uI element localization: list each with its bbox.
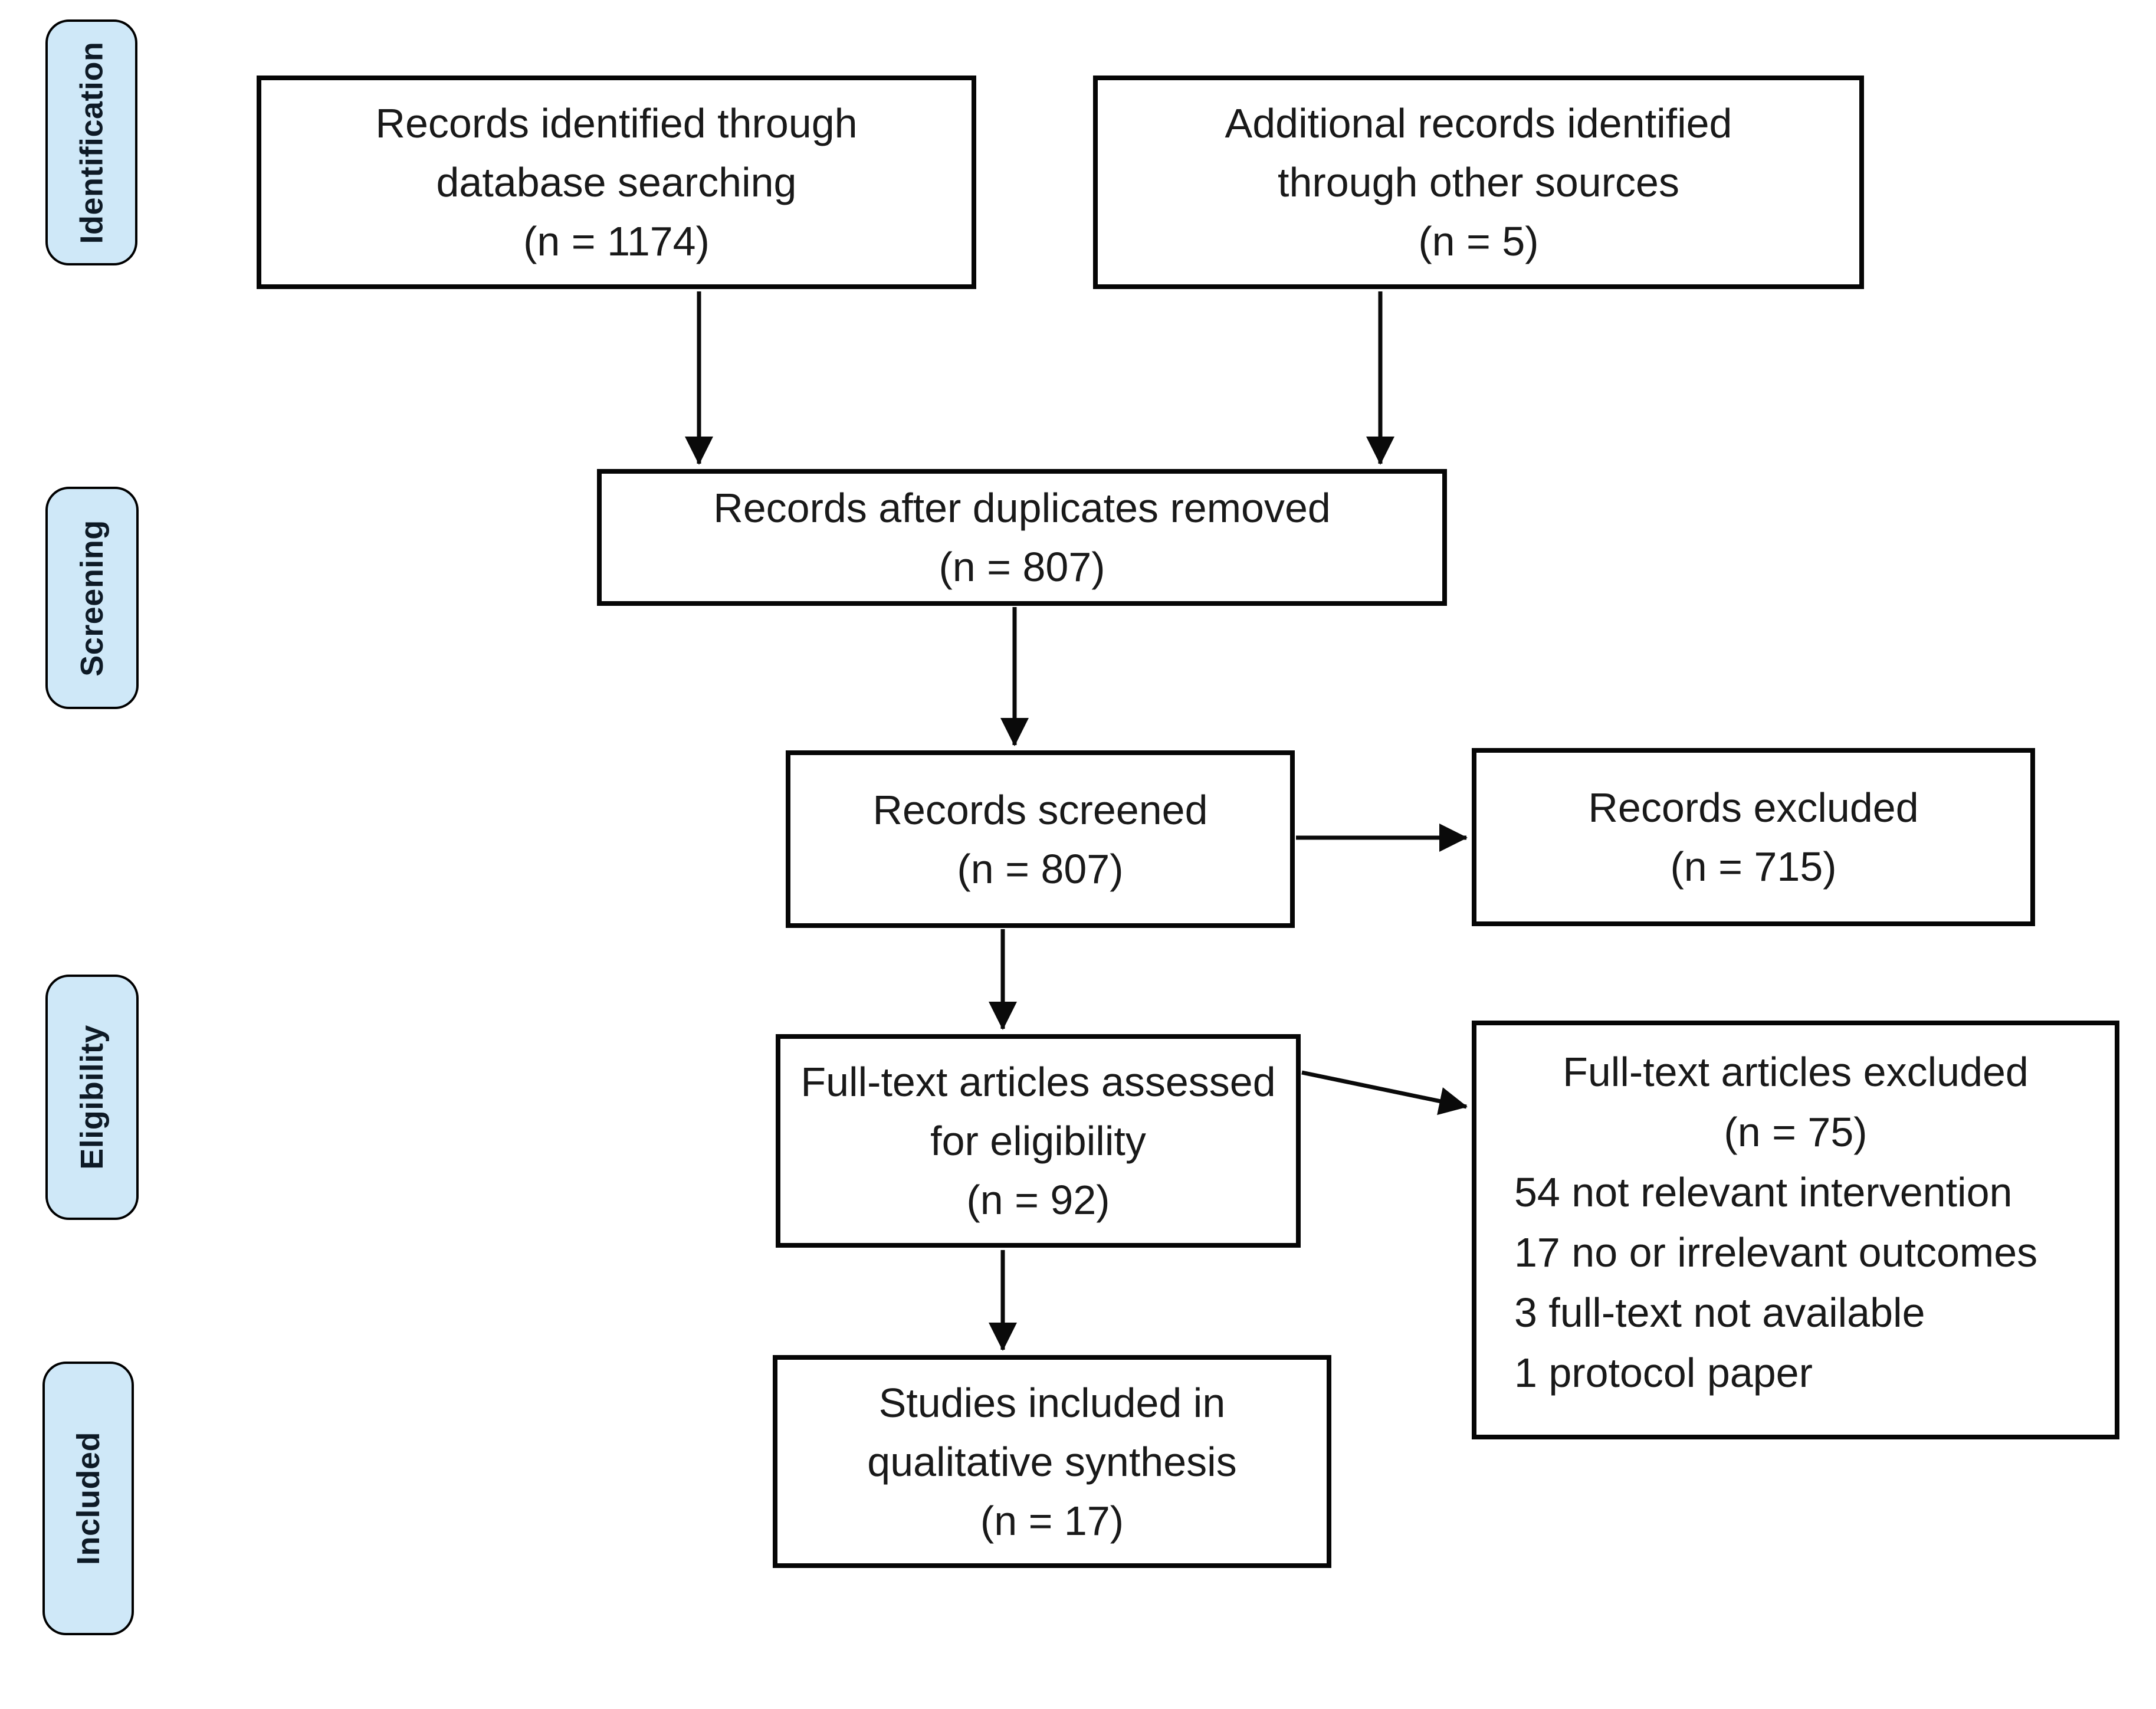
box-fulltext-excluded-reasons: 54 not relevant intervention 17 no or ir…	[1514, 1169, 2038, 1396]
stage-label-included-text: Included	[70, 1431, 106, 1566]
box-duplicates-removed-text: Records after duplicates removed (n = 80…	[713, 485, 1331, 590]
arrow-fulltext-to-fulltext-excluded	[1301, 1070, 1468, 1116]
stage-label-identification: Identification	[45, 19, 137, 265]
box-studies-included: Studies included in qualitative synthesi…	[773, 1355, 1331, 1568]
box-records-identified-text: Records identified through database sear…	[375, 100, 858, 264]
stage-label-included: Included	[42, 1362, 134, 1635]
box-additional-records: Additional records identified through ot…	[1093, 76, 1864, 289]
stage-label-identification-text: Identification	[74, 41, 109, 244]
stage-label-eligibility: Eligibility	[45, 975, 139, 1220]
box-duplicates-removed: Records after duplicates removed (n = 80…	[597, 469, 1447, 606]
box-records-screened-text: Records screened (n = 807)	[872, 786, 1208, 892]
box-records-excluded-text: Records excluded (n = 715)	[1588, 785, 1919, 890]
box-fulltext-excluded: Full-text articles excluded (n = 75) 54 …	[1472, 1021, 2119, 1439]
box-additional-records-text: Additional records identified through ot…	[1225, 100, 1732, 264]
stage-label-screening: Screening	[45, 487, 139, 709]
stage-label-eligibility-text: Eligibility	[74, 1025, 110, 1170]
stage-label-screening-text: Screening	[74, 519, 110, 677]
box-records-excluded: Records excluded (n = 715)	[1472, 748, 2035, 926]
box-records-identified: Records identified through database sear…	[257, 76, 976, 289]
box-studies-included-text: Studies included in qualitative synthesi…	[867, 1379, 1237, 1544]
box-fulltext-assessed-text: Full-text articles assessed for eligibil…	[800, 1059, 1276, 1223]
box-fulltext-assessed: Full-text articles assessed for eligibil…	[776, 1034, 1301, 1248]
box-records-screened: Records screened (n = 807)	[786, 750, 1295, 928]
box-fulltext-excluded-title: Full-text articles excluded (n = 75)	[1563, 1049, 2029, 1155]
